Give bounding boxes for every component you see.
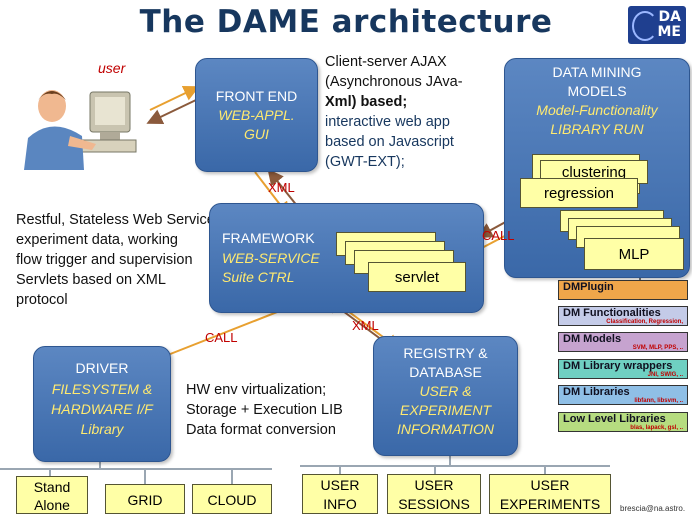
- ajax-note-line-1: Client-server AJAX: [325, 54, 447, 70]
- restful-note-line-3: flow trigger and supervision: [16, 252, 193, 268]
- user-info-line-2: INFO: [323, 496, 357, 512]
- stack-layer-sub: libfann, libsvm, ..: [634, 398, 683, 404]
- user-sessions-line-1: USER: [414, 477, 454, 493]
- stack-layer-label: Low Level Libraries: [563, 413, 666, 425]
- restful-note-line-2: experiment data, working: [16, 232, 178, 248]
- ajax-note-line-4: interactive web app: [325, 114, 450, 130]
- call-label-driver: CALL: [205, 330, 238, 345]
- dm-models-line-1: DATA MINING: [552, 64, 642, 80]
- dm-models-italic-2: LIBRARY RUN: [550, 121, 644, 137]
- arrow-user-to-frontend: [149, 85, 200, 111]
- framework-line-2: Suite CTRL: [222, 269, 295, 285]
- user-icon: [24, 90, 137, 170]
- registry-line-2: DATABASE: [409, 364, 482, 380]
- hw-note-line-2: Storage + Execution LIB: [186, 402, 343, 418]
- driver-line-1: FILESYSTEM &: [51, 381, 153, 397]
- user-experiments-line-1: USER: [530, 477, 570, 493]
- dm-card-mlp: MLP: [584, 238, 684, 270]
- front-end-box: FRONT END WEB-APPL. GUI: [195, 58, 318, 172]
- user-info-box: USER INFO: [302, 474, 378, 514]
- user-experiments-line-2: EXPERIMENTS: [499, 496, 601, 512]
- dm-card-regression: regression: [520, 178, 638, 208]
- framework-line-1: WEB-SERVICE: [222, 250, 320, 266]
- page-title: The DAME architecture: [139, 4, 553, 40]
- user-label: user: [98, 60, 126, 76]
- stand-alone-line-1: Stand: [33, 479, 71, 495]
- stack-layer-label: DM Library wrappers: [563, 360, 673, 372]
- cloud-box: CLOUD: [192, 484, 272, 514]
- logo-ring-icon: [632, 11, 658, 41]
- call-label-dm: CALL: [482, 228, 515, 243]
- registry-box: REGISTRY & DATABASE USER & EXPERIMENT IN…: [373, 336, 518, 456]
- stack-layer-label: DM Functionalities: [563, 307, 661, 319]
- hw-note-line-3: Data format conversion: [186, 422, 336, 438]
- dm-models-italic-1: Model-Functionality: [536, 102, 658, 118]
- ajax-note-line-3: Xml) based;: [325, 94, 408, 110]
- driver-box: DRIVER FILESYSTEM & HARDWARE I/F Library: [33, 346, 171, 462]
- stack-layer-sub: Classification, Regression,: [606, 319, 683, 325]
- registry-line-1: REGISTRY &: [403, 345, 488, 361]
- user-info-line-1: USER: [320, 477, 360, 493]
- user-sessions-box: USER SESSIONS: [387, 474, 481, 514]
- driver-name: DRIVER: [75, 360, 129, 376]
- dm-models-line-2: MODELS: [567, 83, 627, 99]
- user-sessions-line-2: SESSIONS: [398, 496, 470, 512]
- dame-logo: DA ME: [628, 6, 686, 44]
- front-end-name: FRONT END: [215, 88, 298, 104]
- ajax-note-line-6: (GWT-EXT);: [325, 154, 405, 170]
- stand-alone-box: Stand Alone: [16, 476, 88, 514]
- registry-italic-2: EXPERIMENT: [399, 402, 491, 418]
- front-end-line-2: GUI: [244, 126, 269, 142]
- registry-italic-1: USER &: [419, 383, 472, 399]
- stand-alone-line-2: Alone: [34, 497, 70, 513]
- restful-note-line-4: Servlets based on XML: [16, 272, 166, 288]
- framework-name: FRAMEWORK: [222, 230, 315, 246]
- stack-layer-sub: JNI, SWIG, ..: [647, 372, 683, 378]
- grid-box: GRID: [105, 484, 185, 514]
- stack-layer-label: DM Libraries: [563, 386, 630, 398]
- registry-italic-3: INFORMATION: [397, 421, 494, 437]
- stack-layer-label: DMPlugin: [563, 281, 614, 293]
- ajax-note: Client-server AJAX (Asynchronous JAva- X…: [325, 52, 463, 172]
- xml-label-top: XML: [268, 180, 295, 195]
- front-end-line-1: WEB-APPL.: [218, 107, 295, 123]
- hw-note-line-1: HW env virtualization;: [186, 382, 327, 398]
- stack-layer-sub: blas, lapack, gsl, ..: [630, 425, 683, 431]
- driver-line-2: HARDWARE I/F: [51, 401, 153, 417]
- arrow-frontend-to-user: [146, 99, 197, 125]
- stack-layer-sub: SVM, MLP, PPS, ..: [632, 345, 683, 351]
- xml-label-registry: XML: [352, 318, 379, 333]
- user-experiments-box: USER EXPERIMENTS: [489, 474, 611, 514]
- logo-text-bottom: ME: [657, 24, 682, 40]
- servlet-card: servlet: [368, 262, 466, 292]
- stack-layer-label: DM Models: [563, 333, 622, 345]
- hw-note: HW env virtualization; Storage + Executi…: [186, 380, 343, 440]
- driver-line-3: Library: [80, 421, 124, 437]
- stack-layer-libraries: DM Libraries libfann, libsvm, ..: [558, 385, 688, 405]
- restful-note-line-5: protocol: [16, 292, 68, 308]
- ajax-note-line-2: (Asynchronous JAva-: [325, 74, 463, 90]
- logo-text-top: DA: [658, 9, 681, 25]
- footer-credit: brescia@na.astro.: [620, 504, 686, 513]
- restful-note-line-1: Restful, Stateless Web Service: [16, 212, 215, 228]
- ajax-note-line-5: based on Javascript: [325, 134, 454, 150]
- stack-layer-dmplugin: DMPlugin: [558, 280, 688, 300]
- restful-note: Restful, Stateless Web Service experimen…: [16, 210, 215, 310]
